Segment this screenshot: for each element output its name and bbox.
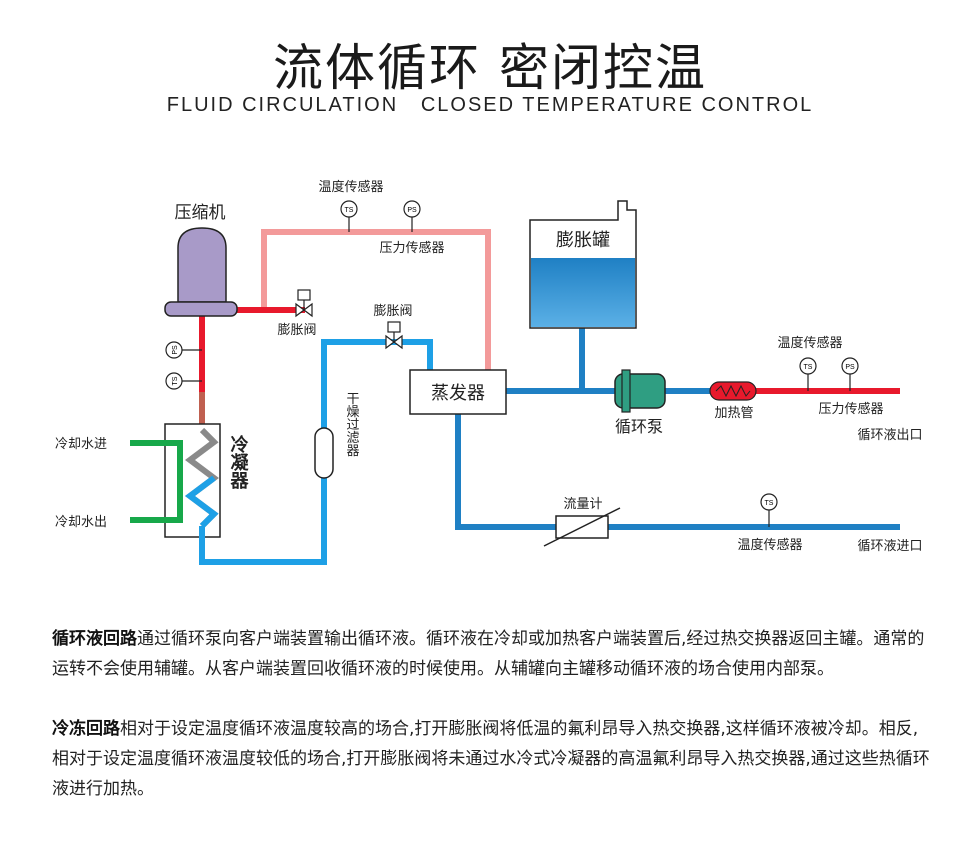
expansion-valve-2-icon <box>385 321 403 350</box>
bottom-temp-sensor-label: 温度传感器 <box>737 537 802 553</box>
refrigerant-hot-gas-line <box>230 229 491 372</box>
outlet-pressure-sensor-icon: PS <box>841 357 859 391</box>
discharge-pressure-sensor-icon: PS <box>165 341 202 359</box>
circulation-fluid-line <box>455 328 900 530</box>
top-temp-sensor-label: 温度传感器 <box>318 179 383 195</box>
outlet-pressure-sensor-label: 压力传感器 <box>818 401 883 417</box>
circulation-pump-label: 循环泵 <box>615 417 663 436</box>
condenser-label: 冷凝器 <box>228 434 250 490</box>
circulation-diagram: TS PS PS TS <box>55 179 923 565</box>
outlet-temp-sensor-label: 温度传感器 <box>777 335 842 351</box>
evaporator-label: 蒸发器 <box>431 383 485 404</box>
ts-label: TS <box>804 364 813 371</box>
fluid-circuit-description: 循环液回路通过循环泵向客户端装置输出循环液。循环液在冷却或加热客户端装置后,经过… <box>52 624 932 684</box>
dryer-filter-icon <box>314 427 334 479</box>
refrigeration-circuit-text: 相对于设定温度循环液温度较高的场合,打开膨胀阀将低温的氟利昂导入热交换器,这样循… <box>52 719 930 799</box>
ts-label: TS <box>765 500 774 507</box>
page-subtitle: FLUID CIRCULATION CLOSED TEMPERATURE CON… <box>166 94 814 116</box>
ps-label: PS <box>845 364 855 371</box>
heater-icon <box>709 381 757 401</box>
top-pressure-sensor-icon: PS <box>403 200 421 232</box>
ps-label: PS <box>172 345 179 355</box>
fluid-circuit-text: 通过循环泵向客户端装置输出循环液。循环液在冷却或加热客户端装置后,经过热交换器返… <box>52 629 925 679</box>
refrigeration-circuit-title: 冷冻回路 <box>52 719 120 739</box>
fluid-circuit-title: 循环液回路 <box>52 629 137 649</box>
top-pressure-sensor-label: 压力传感器 <box>379 240 444 256</box>
ts-label: TS <box>172 376 179 385</box>
expansion-tank-icon <box>529 200 637 329</box>
circulation-pump-icon <box>614 369 666 413</box>
compressor-icon <box>164 227 238 317</box>
top-temp-sensor-icon: TS <box>340 200 358 232</box>
flow-meter-icon <box>543 507 621 547</box>
inlet-temp-sensor-icon: TS <box>760 493 778 527</box>
cooling-water-line <box>130 440 183 523</box>
outlet-label: 循环液出口 <box>857 428 922 443</box>
compressor-label: 压缩机 <box>175 203 226 223</box>
expansion-valve-1-icon <box>295 289 313 318</box>
refrigeration-circuit-description: 冷冻回路相对于设定温度循环液温度较高的场合,打开膨胀阀将低温的氟利昂导入热交换器… <box>52 714 932 804</box>
dryer-filter-label: 干燥过滤器 <box>344 392 360 458</box>
discharge-temp-sensor-icon: TS <box>165 372 202 390</box>
ps-label: PS <box>407 207 417 214</box>
outlet-temp-sensor-icon: TS <box>799 357 817 391</box>
inlet-label: 循环液进口 <box>857 539 922 554</box>
ts-label: TS <box>345 207 354 214</box>
expansion-valve-1-label: 膨胀阀 <box>277 323 316 338</box>
page-title: 流体循环 密闭控温 <box>273 39 707 97</box>
expansion-valve-2-label: 膨胀阀 <box>373 304 412 319</box>
flow-meter-label: 流量计 <box>563 497 602 512</box>
heater-label: 加热管 <box>714 406 753 421</box>
cooling-water-in-label: 冷却水进 <box>55 437 107 452</box>
cooling-water-out-label: 冷却水出 <box>55 515 107 530</box>
expansion-tank-label: 膨胀罐 <box>556 230 610 251</box>
evaporator-box <box>409 369 507 415</box>
